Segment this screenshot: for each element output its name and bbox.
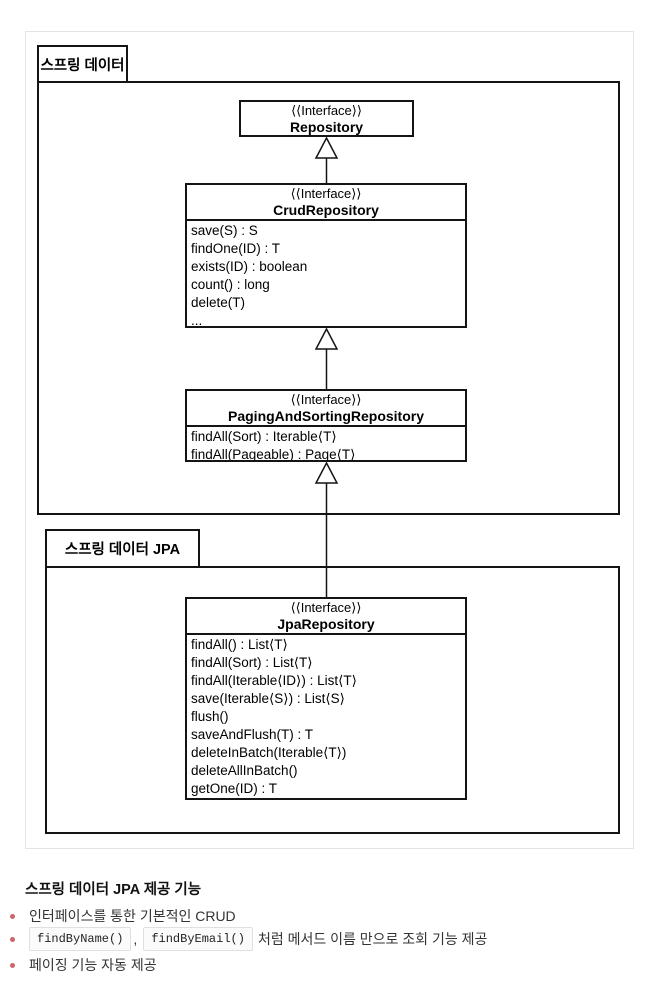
method-row: count() : long xyxy=(191,277,270,292)
uml-methods: save(S) : S findOne(ID) : T exists(ID) :… xyxy=(187,219,465,328)
method-row: deleteAllInBatch() xyxy=(191,763,298,778)
note-text: 인터페이스를 통한 기본적인 CRUD xyxy=(29,908,236,924)
class-name: PagingAndSortingRepository xyxy=(228,408,424,424)
uml-title: ⟨⟨Interface⟩⟩ CrudRepository xyxy=(187,185,465,219)
method-row: findAll() : List⟨T⟩ xyxy=(191,637,288,652)
uml-title: ⟨⟨Interface⟩⟩ PagingAndSortingRepository xyxy=(187,391,465,425)
bullet-icon xyxy=(10,913,15,919)
method-row: getOne(ID) : T xyxy=(191,781,278,796)
group-box-spring-data-jpa xyxy=(45,566,620,834)
uml-methods: findAll(Sort) : Iterable⟨T⟩ findAll(Page… xyxy=(187,425,465,462)
class-name: JpaRepository xyxy=(277,616,375,632)
stereotype-label: ⟨⟨Interface⟩⟩ xyxy=(290,392,362,407)
list-item: 인터페이스를 통한 기본적인 CRUD xyxy=(10,906,236,926)
uml-title: ⟨⟨Interface⟩⟩ JpaRepository xyxy=(187,599,465,633)
method-row: save(S) : S xyxy=(191,223,258,238)
method-row: findOne(ID) : T xyxy=(191,241,281,256)
uml-class-crud-repository: ⟨⟨Interface⟩⟩ CrudRepository save(S) : S… xyxy=(185,183,467,328)
inline-code-findbyemail: findByEmail() xyxy=(143,927,253,951)
inline-code-findbyname: findByName() xyxy=(29,927,132,951)
method-row: findAll(Pageable) : Page⟨T⟩ xyxy=(191,447,356,462)
stereotype-label: ⟨⟨Interface⟩⟩ xyxy=(290,600,362,615)
method-row: findAll(Sort) : Iterable⟨T⟩ xyxy=(191,429,337,444)
group-label-spring-data-text: 스프링 데이터 xyxy=(40,57,125,74)
bullet-icon xyxy=(10,962,15,968)
method-row: deleteInBatch(Iterable⟨T⟩) xyxy=(191,745,347,760)
group-box-spring-data xyxy=(37,81,620,515)
method-row: delete(T) xyxy=(191,295,246,310)
notes-heading: 스프링 데이터 JPA 제공 기능 xyxy=(25,882,202,898)
uml-class-repository: ⟨⟨Interface⟩⟩ Repository xyxy=(239,100,414,137)
method-row: exists(ID) : boolean xyxy=(191,259,308,274)
bullet-icon xyxy=(10,936,15,942)
method-row: findAll(Sort) : List⟨T⟩ xyxy=(191,655,313,670)
group-label-spring-data-jpa: 스프링 데이터 JPA xyxy=(45,529,200,568)
class-name: CrudRepository xyxy=(273,202,379,218)
method-row: saveAndFlush(T) : T xyxy=(191,727,314,742)
stereotype-label: ⟨⟨Interface⟩⟩ xyxy=(291,103,362,118)
list-item: 페이징 기능 자동 제공 xyxy=(10,955,157,975)
group-label-spring-data-jpa-text: 스프링 데이터 JPA xyxy=(64,542,181,558)
list-item: findByName() , findByEmail() 처럼 메서드 이름 만… xyxy=(10,927,487,951)
note-text: 페이징 기능 자동 제공 xyxy=(29,957,157,973)
note-text: 처럼 메서드 이름 만으로 조회 기능 제공 xyxy=(257,931,488,947)
method-row: flush() xyxy=(191,709,229,724)
uml-methods: findAll() : List⟨T⟩ findAll(Sort) : List… xyxy=(187,633,465,798)
uml-class-paging-and-sorting-repository: ⟨⟨Interface⟩⟩ PagingAndSortingRepository… xyxy=(185,389,467,462)
stereotype-label: ⟨⟨Interface⟩⟩ xyxy=(290,186,362,201)
class-name: Repository xyxy=(289,119,364,135)
method-row: ... xyxy=(191,313,203,328)
code-separator: , xyxy=(133,931,138,947)
uml-class-jpa-repository: ⟨⟨Interface⟩⟩ JpaRepository findAll() : … xyxy=(185,597,467,800)
method-row: findAll(Iterable⟨ID⟩) : List⟨T⟩ xyxy=(191,673,357,688)
uml-title: ⟨⟨Interface⟩⟩ Repository xyxy=(241,102,412,135)
method-row: save(Iterable⟨S⟩) : List⟨S⟩ xyxy=(191,691,345,706)
group-label-spring-data: 스프링 데이터 xyxy=(37,45,128,83)
